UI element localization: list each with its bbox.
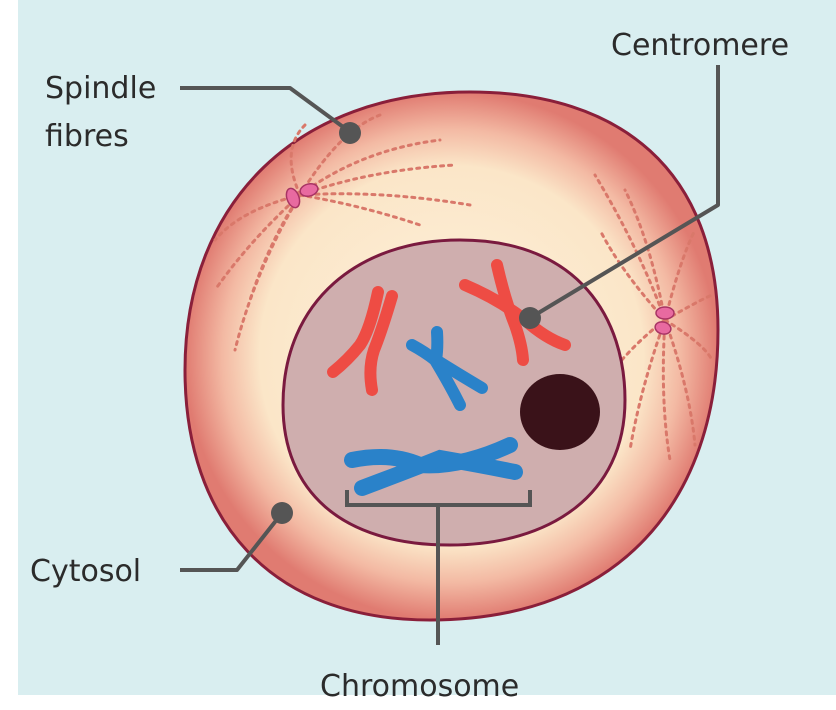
cytosol-label: Cytosol [30,554,141,589]
spindle-fibres-label-line2: fibres [45,119,129,154]
chromosome-label: Chromosome [320,669,519,704]
nucleolus [520,374,600,450]
centromere-label: Centromere [611,28,789,63]
spindle-fibres-label-line1: Spindle [45,71,156,106]
